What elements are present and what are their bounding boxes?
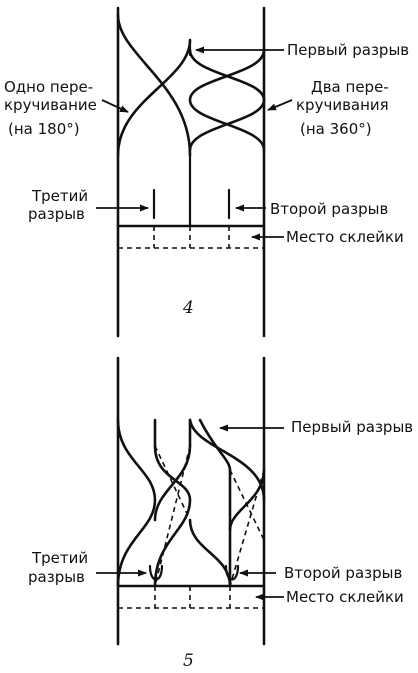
fig4-label-one-twist-line1: Одно пере- [4, 78, 93, 96]
fig5-label-glue-place: Место склейки [286, 588, 404, 606]
fig4-label-glue-place: Место склейки [286, 228, 404, 246]
figure-4: Первый разрыв Одно пере- кручивание (на … [4, 6, 409, 338]
fig5-dashed-back-4 [229, 469, 265, 587]
fig4-single-twist-strand-a [116, 13, 192, 157]
fig4-label-two-twists-line2: кручивания [296, 96, 389, 114]
fig4-label-one-twist-line3: (на 180°) [8, 120, 80, 138]
fig5-second-break-loop [224, 564, 240, 581]
fig4-label-first-break: Первый разрыв [287, 41, 409, 59]
fig4-label-second-break: Второй разрыв [270, 200, 388, 218]
fig5-cross-2a [153, 444, 192, 522]
fig4-label-one-twist-line2: кручивание [4, 96, 97, 114]
fig5-figure-number: 5 [183, 651, 194, 671]
fig5-third-break-loop [148, 564, 164, 581]
fig4-label-third-break-line1: Третий [31, 187, 88, 205]
fig5-label-third-break-line2: разрыв [28, 568, 85, 586]
fig5-dashed-back-3 [229, 469, 265, 541]
fig4-arrow-two-twists [267, 99, 293, 111]
fig4-figure-number: 4 [182, 298, 194, 318]
fig4-arrow-one-twist [101, 99, 129, 113]
fig5-label-first-break: Первый разрыв [291, 418, 413, 436]
fig5-label-second-break: Второй разрыв [284, 564, 402, 582]
fig4-label-two-twists-line3: (на 360°) [300, 120, 372, 138]
fig4-double-twist-strand-b [188, 48, 266, 152]
fig5-cross-1b [153, 444, 192, 588]
fig4-double-twist-strand-a [188, 48, 266, 152]
fig5-label-third-break-line1: Третий [31, 549, 88, 567]
fig4-single-twist-strand-b [116, 38, 192, 157]
fig5-dashed-back-1 [154, 445, 191, 521]
fig4-label-third-break-line2: разрыв [28, 205, 85, 223]
fig5-cross-1a [116, 418, 157, 588]
fig5-cross-3b [198, 418, 232, 472]
fig5-dashed-back-2 [154, 445, 191, 587]
fig5-cross-4 [188, 518, 232, 588]
fig4-label-two-twists-line1: Два пере- [311, 78, 389, 96]
figure-5: Первый разрыв Третий разрыв Второй разры… [28, 356, 413, 671]
